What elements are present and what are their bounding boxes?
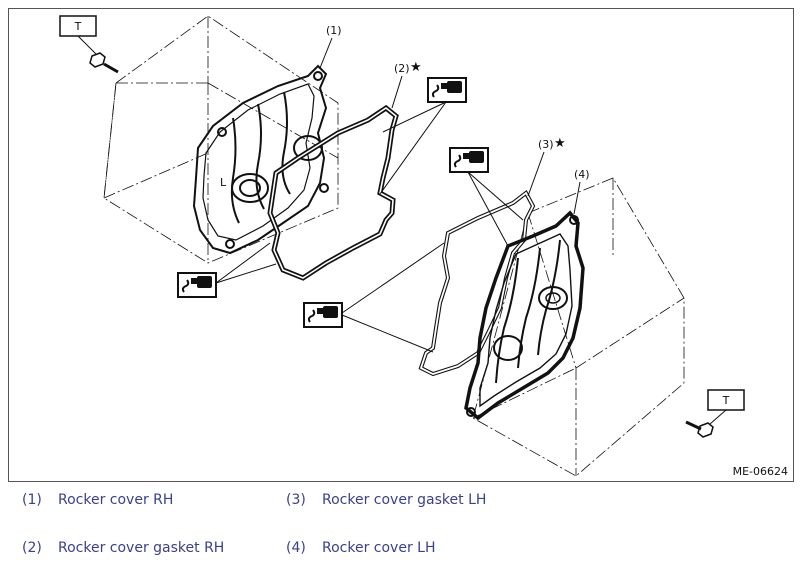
legend-label: Rocker cover gasket LH	[322, 492, 487, 508]
svg-text:(4): (4)	[574, 168, 590, 181]
torque-label-rh: T	[74, 20, 82, 33]
bolt-lh	[685, 420, 714, 438]
legend: (1) Rocker cover RH (3) Rocker cover gaske…	[0, 484, 804, 566]
sealant-tube-icon	[449, 147, 524, 247]
phantom-box-rh	[103, 15, 339, 264]
rocker-cover-gasket-lh	[418, 189, 536, 377]
callout-3: (3) ★	[527, 136, 566, 197]
sealant-tube-icon	[379, 77, 467, 195]
legend-item: (3) Rocker cover gasket LH	[286, 492, 486, 508]
svg-text:(2): (2)	[394, 62, 410, 75]
diagram-canvas: L T T	[8, 8, 794, 482]
star-icon: ★	[554, 136, 566, 151]
callout-1: (1)	[319, 24, 342, 69]
rocker-cover-lh	[464, 210, 585, 421]
svg-text:(3): (3)	[538, 138, 554, 151]
torque-label-lh: T	[722, 394, 730, 407]
sealant-tube-icon	[177, 242, 277, 298]
star-icon: ★	[410, 60, 422, 75]
legend-item: (2) Rocker cover gasket RH	[22, 540, 224, 556]
svg-text:L: L	[220, 176, 227, 189]
legend-number: (2)	[22, 540, 42, 556]
figure-frame	[8, 8, 794, 482]
torque-box-lh: T	[707, 389, 745, 425]
figure-code: ME-06624	[733, 465, 788, 478]
rocker-cover-rh: L	[192, 64, 329, 255]
legend-item: (1) Rocker cover RH	[22, 492, 173, 508]
legend-number: (1)	[22, 492, 42, 508]
legend-item: (4) Rocker cover LH	[286, 540, 435, 556]
legend-label: Rocker cover gasket RH	[58, 540, 225, 556]
rocker-cover-gasket-rh	[267, 104, 399, 281]
torque-box-rh: T	[59, 15, 97, 55]
legend-label: Rocker cover LH	[322, 540, 436, 556]
callout-2: (2) ★	[391, 60, 422, 109]
callout-4: (4)	[573, 168, 590, 215]
legend-number: (4)	[286, 540, 306, 556]
exploded-diagram: L T T	[8, 8, 794, 482]
legend-number: (3)	[286, 492, 306, 508]
bolt-rh	[89, 52, 119, 74]
legend-label: Rocker cover RH	[58, 492, 174, 508]
svg-text:(1): (1)	[326, 24, 342, 37]
sealant-tube-icon	[303, 242, 445, 353]
